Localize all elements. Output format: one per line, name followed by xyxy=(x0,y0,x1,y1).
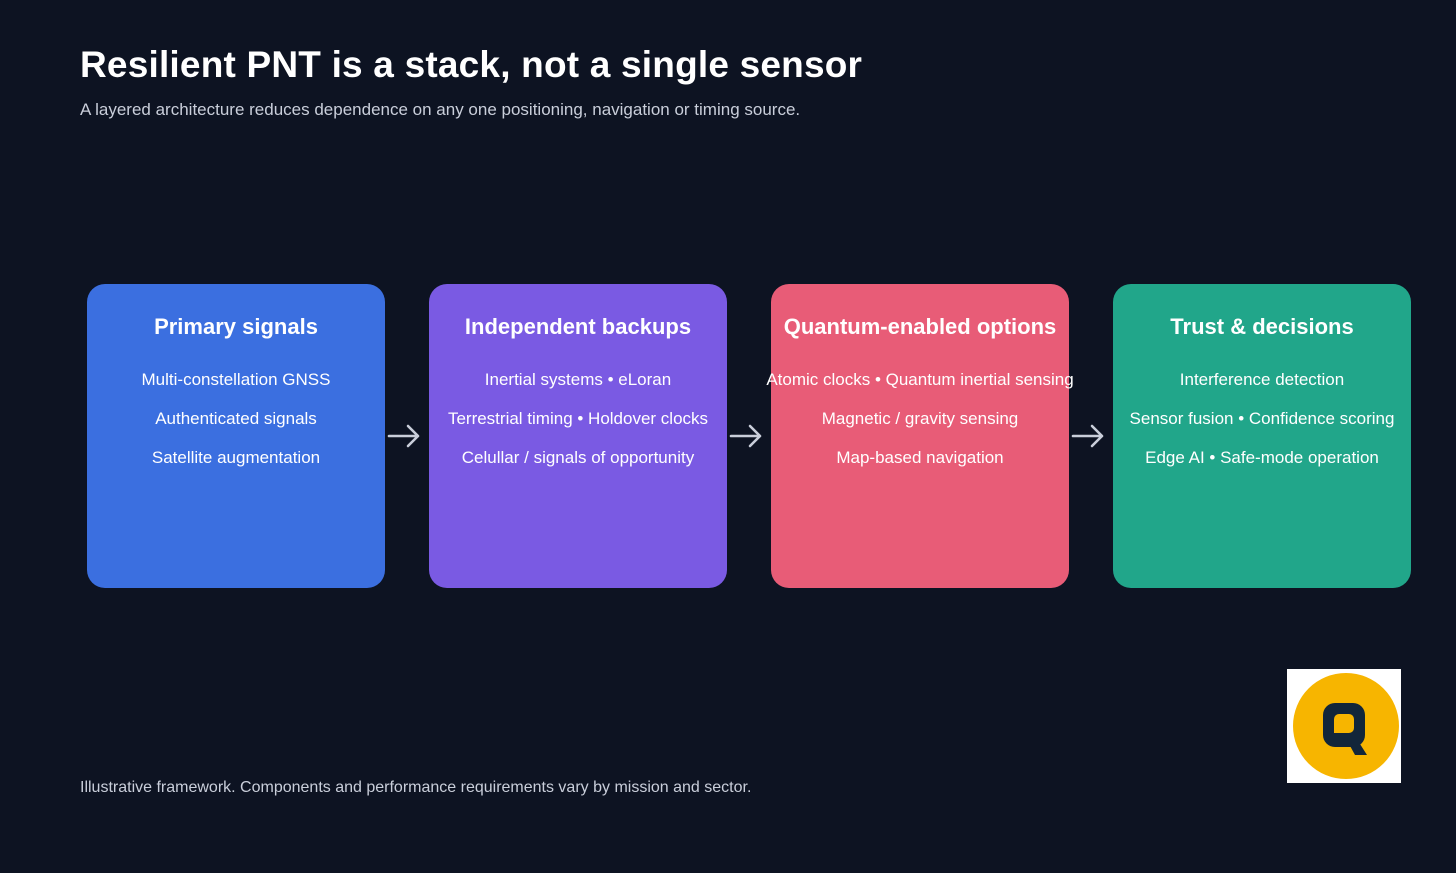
card-independent-backups: Independent backups Inertial systems • e… xyxy=(429,284,727,588)
card-item: Celullar / signals of opportunity xyxy=(461,448,695,467)
card-item: Edge AI • Safe-mode operation xyxy=(1145,448,1379,467)
card-item: Inertial systems • eLoran xyxy=(484,370,672,389)
card-title: Quantum-enabled options xyxy=(783,314,1057,339)
card-primary-signals: Primary signals Multi-constellation GNSS… xyxy=(87,284,385,588)
card-item: Satellite augmentation xyxy=(151,448,321,467)
card-item: Map-based navigation xyxy=(836,448,1004,467)
card-trust-decisions: Trust & decisions Interference detection… xyxy=(1113,284,1411,588)
card-item: Authenticated signals xyxy=(155,409,317,428)
arrow-right-icon xyxy=(387,424,420,448)
page-title: Resilient PNT is a stack, not a single s… xyxy=(80,44,863,85)
card-item: Interference detection xyxy=(1179,370,1345,389)
card-title: Trust & decisions xyxy=(1170,314,1354,339)
arrow-right-icon xyxy=(729,424,762,448)
card-item: Terrestrial timing • Holdover clocks xyxy=(447,409,709,428)
card-quantum-enabled-options: Quantum-enabled options Atomic clocks • … xyxy=(766,284,1074,588)
q-logo-icon xyxy=(1287,669,1401,783)
card-item: Magnetic / gravity sensing xyxy=(821,409,1019,428)
card-title: Primary signals xyxy=(154,314,318,339)
card-title: Independent backups xyxy=(464,314,692,339)
card-item: Multi-constellation GNSS xyxy=(141,370,331,389)
page-subtitle: A layered architecture reduces dependenc… xyxy=(80,100,801,119)
card-item: Sensor fusion • Confidence scoring xyxy=(1129,409,1395,428)
footnote: Illustrative framework. Components and p… xyxy=(80,779,752,796)
arrow-right-icon xyxy=(1071,424,1104,448)
card-item: Atomic clocks • Quantum inertial sensing xyxy=(766,370,1074,389)
